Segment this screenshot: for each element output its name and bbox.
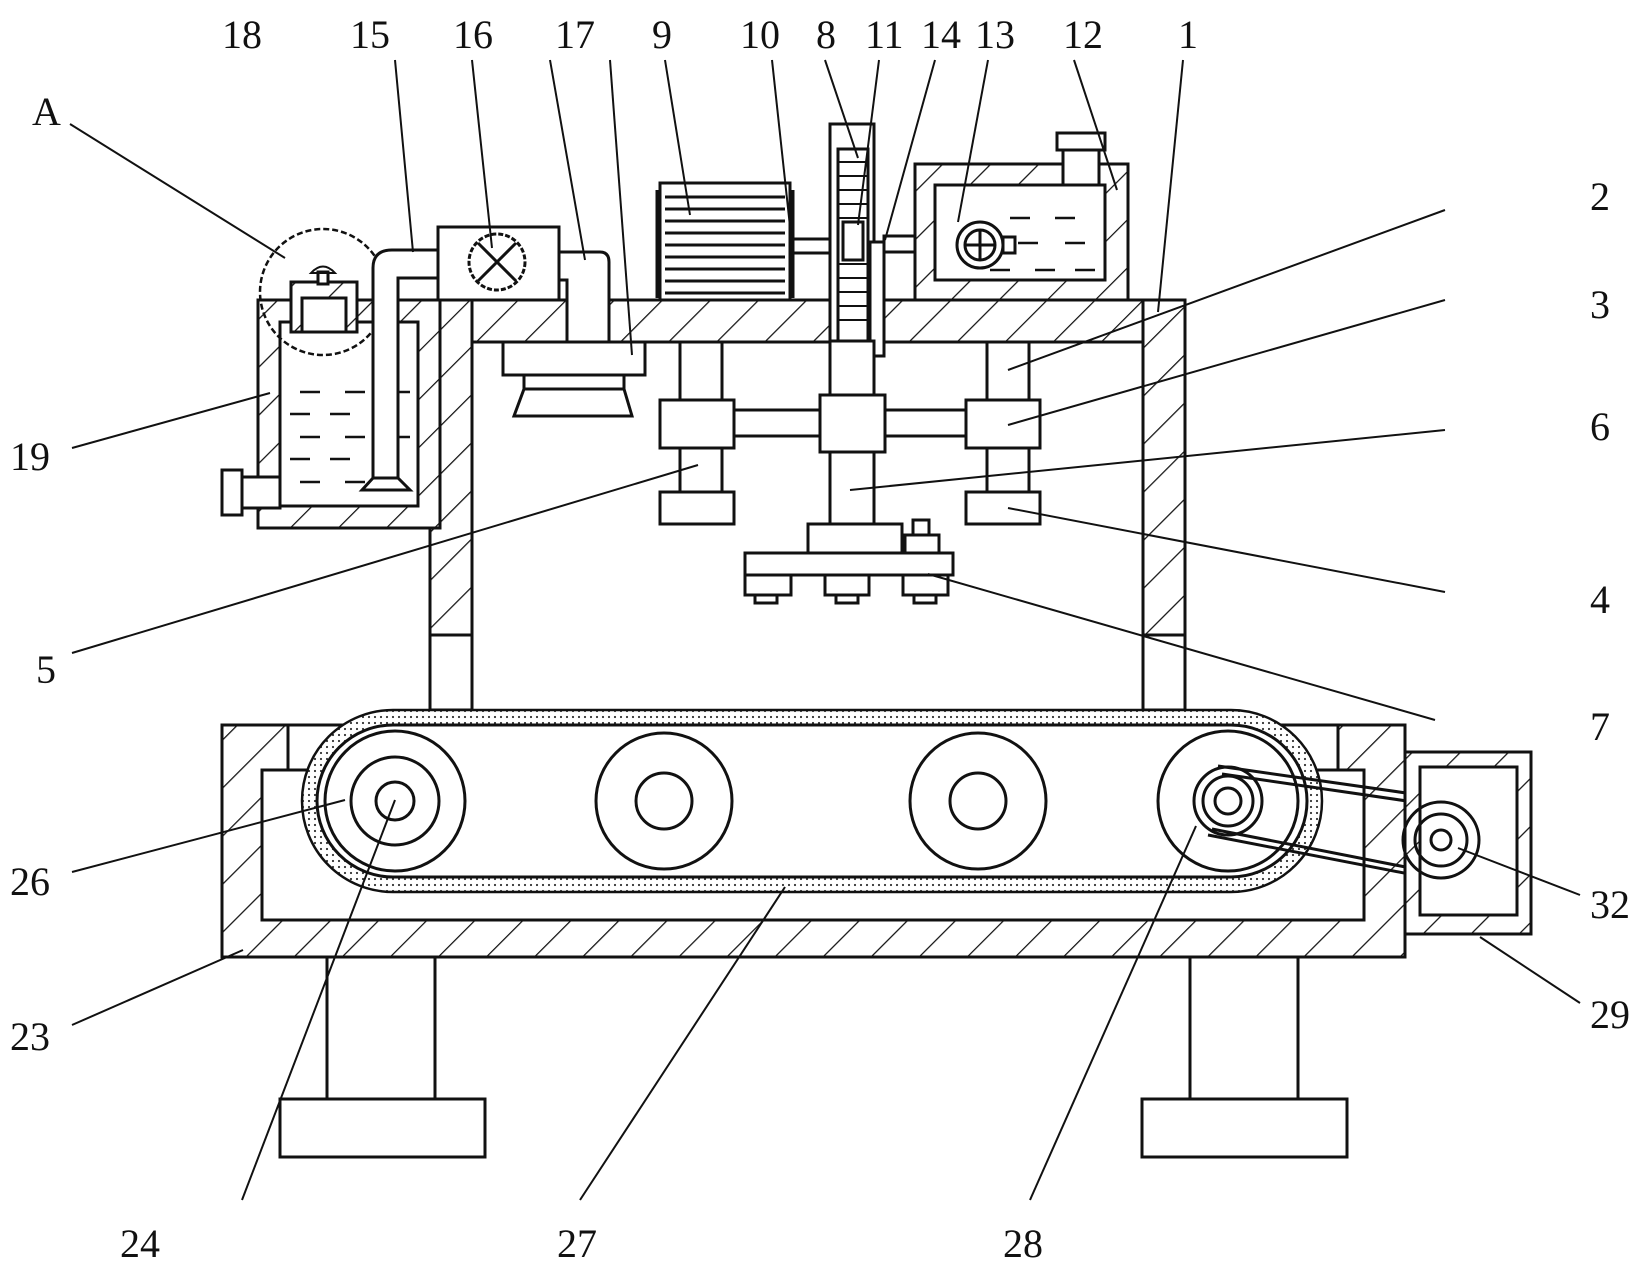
label-17: 17 bbox=[555, 12, 595, 57]
label-23: 23 bbox=[10, 1014, 50, 1059]
motor-housing bbox=[1401, 750, 1533, 936]
label-16: 16 bbox=[453, 12, 493, 57]
conveyor-base bbox=[220, 708, 1456, 959]
drain-valve bbox=[220, 468, 244, 517]
legs bbox=[278, 955, 1349, 1159]
roller-mid-left bbox=[594, 731, 734, 871]
label-15: 15 bbox=[350, 12, 390, 57]
label-29: 29 bbox=[1590, 992, 1630, 1037]
reference-labels: A 18 15 16 17 9 10 8 11 14 13 12 1 2 3 6… bbox=[10, 12, 1630, 1266]
suction-system bbox=[358, 225, 647, 492]
label-6: 6 bbox=[1590, 404, 1610, 449]
motor bbox=[655, 181, 832, 302]
label-4: 4 bbox=[1590, 577, 1610, 622]
label-14: 14 bbox=[921, 12, 961, 57]
lift-mechanism bbox=[658, 339, 1042, 605]
label-32: 32 bbox=[1590, 882, 1630, 927]
label-10: 10 bbox=[740, 12, 780, 57]
coolant-tank bbox=[913, 131, 1130, 302]
label-19: 19 bbox=[10, 434, 50, 479]
motor-fins bbox=[665, 195, 785, 295]
label-18: 18 bbox=[222, 12, 262, 57]
label-28: 28 bbox=[1003, 1221, 1043, 1266]
label-8: 8 bbox=[816, 12, 836, 57]
label-2: 2 bbox=[1590, 174, 1610, 219]
label-3: 3 bbox=[1590, 282, 1610, 327]
label-12: 12 bbox=[1063, 12, 1103, 57]
label-A: A bbox=[32, 89, 61, 134]
label-11: 11 bbox=[865, 12, 904, 57]
label-5: 5 bbox=[36, 647, 56, 692]
pump bbox=[955, 220, 1017, 270]
label-26: 26 bbox=[10, 859, 50, 904]
label-24: 24 bbox=[120, 1221, 160, 1266]
roller-left bbox=[323, 729, 467, 873]
leader-lines bbox=[69, 59, 1581, 1201]
label-13: 13 bbox=[975, 12, 1015, 57]
label-9: 9 bbox=[652, 12, 672, 57]
label-27: 27 bbox=[557, 1221, 597, 1266]
label-7: 7 bbox=[1590, 704, 1610, 749]
roller-mid-right bbox=[908, 731, 1048, 871]
label-1: 1 bbox=[1178, 12, 1198, 57]
